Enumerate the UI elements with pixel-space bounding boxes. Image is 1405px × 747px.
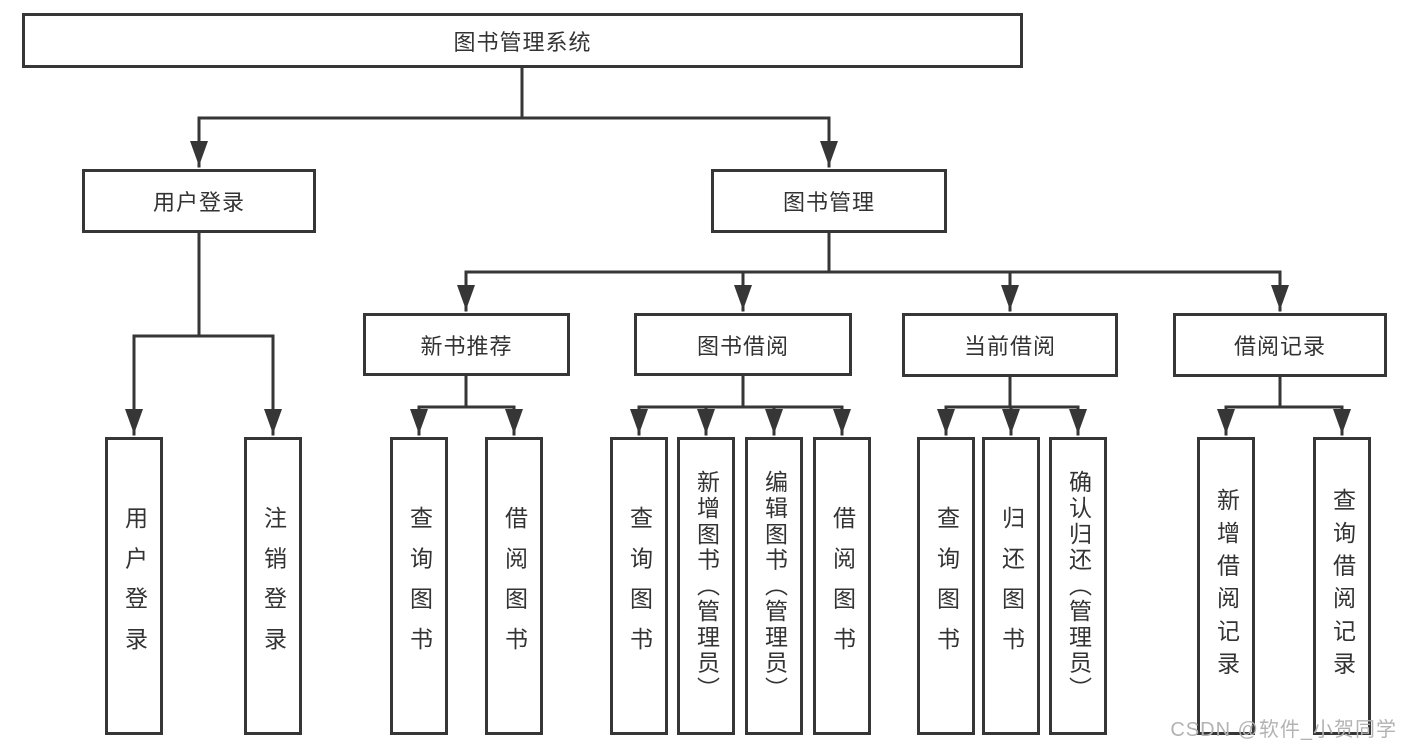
- leaf-query-borrow-record: 查询借阅记录: [1313, 437, 1371, 735]
- node-book-management: 图书管理: [711, 169, 947, 233]
- node-new-book-recommend: 新书推荐: [363, 313, 570, 376]
- leaf-borrow-query-book: 查询图书: [610, 437, 668, 735]
- node-user-login: 用户登录: [82, 169, 316, 233]
- csdn-watermark: CSDN @软件_小贺同学: [1170, 719, 1397, 741]
- leaf-recommend-borrow-book: 借阅图书: [485, 437, 543, 735]
- leaf-borrow-book: 借阅图书: [813, 437, 871, 735]
- leaf-edit-book-admin: 编辑图书（管理员）: [745, 437, 803, 735]
- node-root: 图书管理系统: [22, 13, 1023, 68]
- leaf-confirm-return-admin: 确认归还（管理员）: [1049, 437, 1107, 735]
- leaf-current-query-book: 查询图书: [917, 437, 975, 735]
- leaf-add-borrow-record: 新增借阅记录: [1197, 437, 1255, 735]
- leaf-return-book: 归还图书: [982, 437, 1040, 735]
- node-book-borrow: 图书借阅: [634, 313, 852, 376]
- leaf-add-book-admin: 新增图书（管理员）: [677, 437, 735, 735]
- leaf-user-login: 用户登录: [105, 437, 163, 735]
- node-current-borrow: 当前借阅: [902, 313, 1118, 377]
- node-borrow-records: 借阅记录: [1173, 313, 1387, 377]
- leaf-recommend-query-book: 查询图书: [390, 437, 448, 735]
- leaf-logout: 注销登录: [244, 437, 302, 735]
